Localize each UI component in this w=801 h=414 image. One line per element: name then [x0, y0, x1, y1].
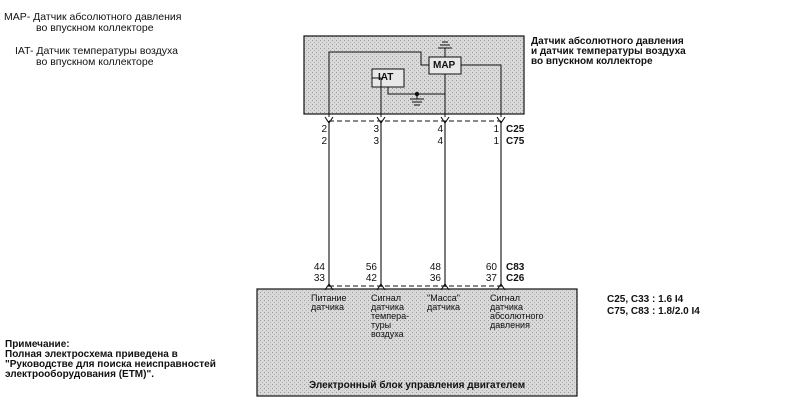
connector-c75: C75	[506, 136, 525, 147]
signal-map: Сигнал датчика абсолютного давления	[490, 293, 544, 330]
legend-map-desc: - Датчик абсолютного давления	[26, 11, 182, 23]
pin-bottom-7: 36	[429, 273, 441, 284]
pin-bottom-5: 33	[313, 273, 325, 284]
connector-dashes	[329, 120, 501, 287]
pin-top-1: 2	[321, 124, 327, 135]
sensor-title-line2: и датчик температуры воздуха	[531, 46, 686, 57]
note-line2: "Руководстве для поиска неисправностей	[5, 359, 216, 370]
variant-line2: C75, C83 : 1.8/2.0 I4	[607, 306, 700, 317]
legend-map-desc-line2: во впускном коллекторе	[36, 22, 154, 34]
pin-bottom-8: 37	[485, 273, 497, 284]
pin-top-6: 3	[373, 136, 379, 147]
legend-map-abbr: MAP	[4, 11, 27, 23]
note-heading: Примечание:	[5, 339, 70, 350]
pin-bottom-4: 60	[485, 262, 497, 273]
pin-top-3: 4	[437, 124, 443, 135]
note-line1: Полная электросхема приведена в	[5, 349, 178, 360]
signal-iat: Сигнал датчика темпера- туры воздуха	[371, 293, 410, 339]
connector-chevrons	[324, 116, 506, 291]
pin-bottom-2: 56	[365, 262, 377, 273]
sensor-title-line3: во впускном коллекторе	[531, 56, 653, 67]
pin-top-5: 2	[321, 136, 327, 147]
legend-iat: IAT- Датчик температуры воздуха	[15, 46, 178, 57]
pin-bottom-6: 42	[365, 273, 377, 284]
map-label: MAP	[433, 60, 456, 71]
harness-wires	[328, 121, 502, 287]
sensor-housing	[303, 35, 525, 115]
pin-bottom-3: 48	[429, 262, 441, 273]
connector-c26: C26	[506, 273, 525, 284]
pin-top-2: 3	[373, 124, 379, 135]
sensor-title-line1: Датчик абсолютного давления	[531, 36, 684, 47]
variant-line1: C25, C33 : 1.6 I4	[607, 294, 684, 305]
note-line3: электрооборудования (ETM)".	[5, 369, 154, 380]
pin-top-4: 1	[493, 124, 499, 135]
signal-ground: "Масса" датчика	[427, 293, 461, 312]
connector-c25: C25	[506, 124, 525, 135]
ecu-housing	[256, 288, 578, 397]
signal-sensor-supply: Питание датчика	[311, 293, 347, 312]
connector-c83: C83	[506, 262, 525, 273]
pin-top-8: 1	[493, 136, 499, 147]
pin-bottom-1: 44	[313, 262, 325, 273]
sensor-internal-wiring	[328, 41, 502, 117]
ecu-label: Электронный блок управления двигателем	[309, 380, 526, 391]
pin-top-7: 4	[437, 136, 443, 147]
legend-map: MAP- Датчик абсолютного давления	[4, 12, 181, 23]
junction-dot	[414, 91, 420, 97]
iat-label: IAT	[378, 72, 394, 83]
legend-iat-desc: - Датчик температуры воздуха	[29, 45, 178, 57]
legend-iat-abbr: IAT	[15, 45, 30, 57]
legend-iat-desc-line2: во впускном коллекторе	[36, 56, 154, 68]
